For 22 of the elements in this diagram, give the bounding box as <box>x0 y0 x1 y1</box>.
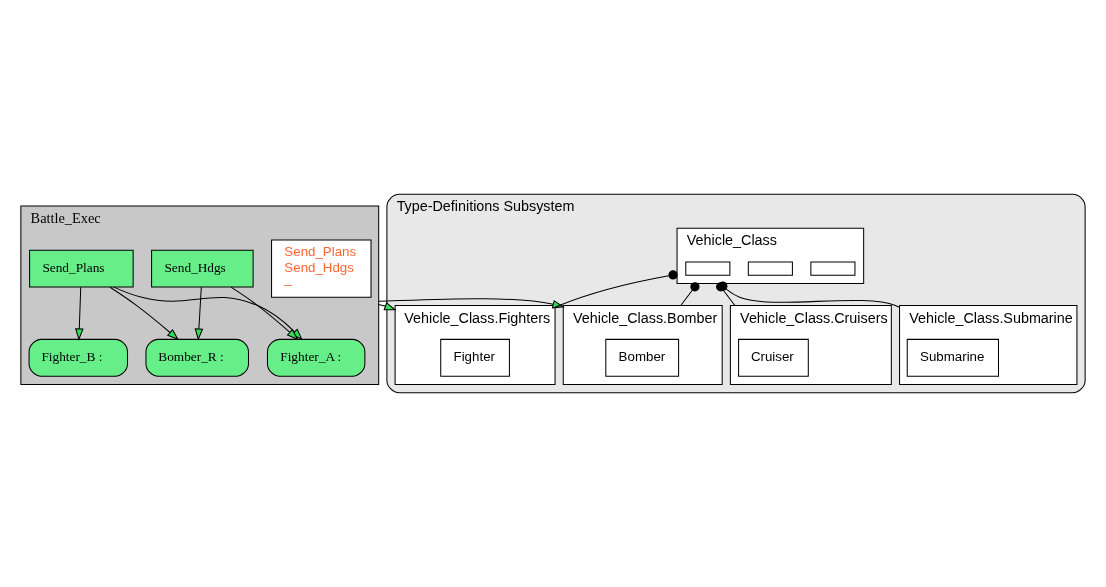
connector <box>680 282 700 307</box>
node-box: Fighter_A : <box>266 338 366 377</box>
node-box <box>810 261 856 276</box>
cluster: Vehicle_Class <box>676 227 865 284</box>
node-box: Submarine <box>906 338 999 377</box>
arrow <box>75 286 84 341</box>
arrow <box>230 286 299 341</box>
arrow <box>378 302 397 311</box>
node-box <box>685 261 731 276</box>
node-box: Send_Plans <box>29 249 134 288</box>
connector <box>554 270 678 308</box>
node-box: Bomber_R : <box>145 338 249 377</box>
node-box <box>747 261 793 276</box>
node-box: Bomber <box>605 338 680 377</box>
node-box: Cruiser <box>738 338 809 377</box>
node-box: Send_Hdgs <box>151 249 254 288</box>
arrow <box>378 298 565 309</box>
arrow <box>194 286 204 341</box>
node-box: Fighter <box>440 338 510 377</box>
arrow <box>109 286 180 341</box>
node-box: Send_Plans Send_Hdgs – <box>271 239 372 298</box>
node-box: Fighter_B : <box>28 338 129 377</box>
